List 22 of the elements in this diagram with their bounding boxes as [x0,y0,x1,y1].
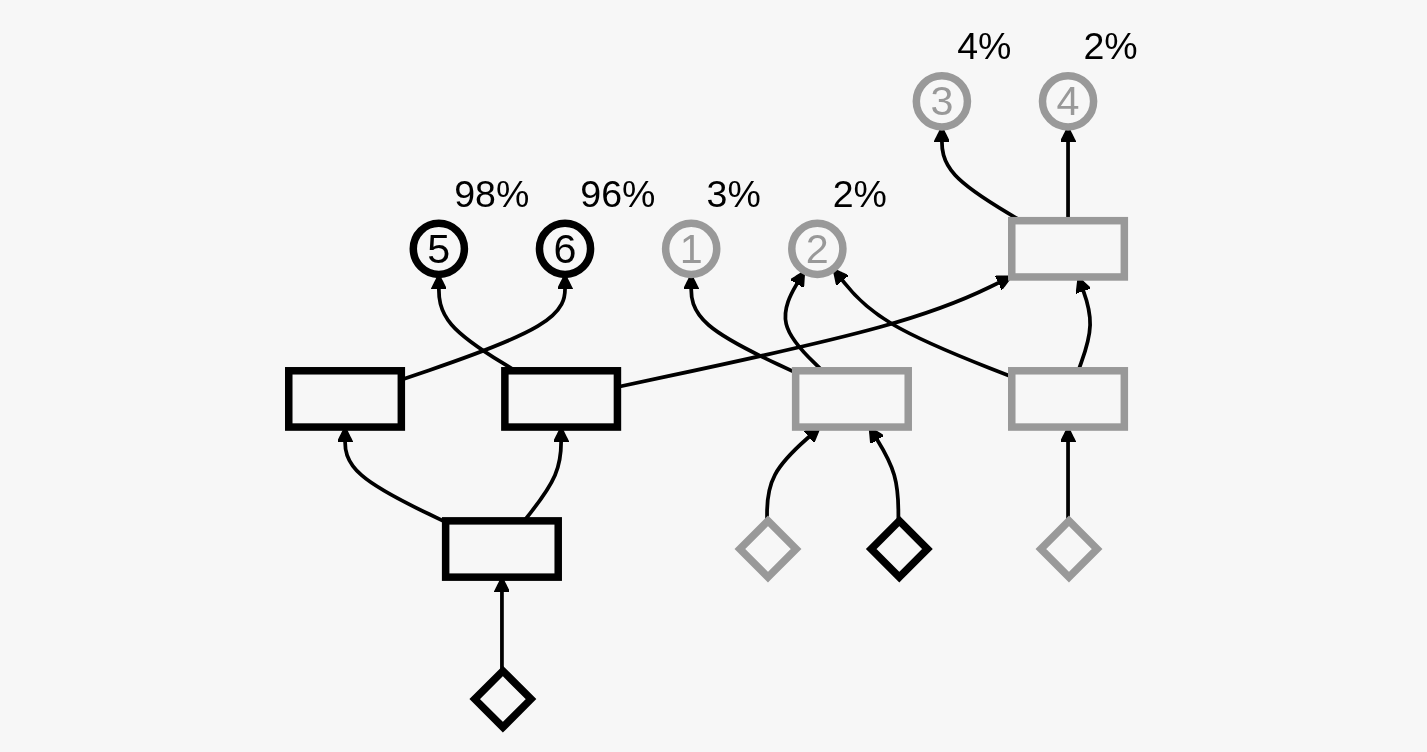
node-diamond [734,515,802,583]
node-box [501,367,622,431]
node-circle: 4 [1039,72,1098,131]
percentage-label: 2% [1083,25,1138,68]
node-circle: 2 [788,219,847,279]
node-box [1008,367,1129,431]
node-diamond [469,665,537,733]
node-circle: 5 [409,219,469,279]
node-box [792,367,913,431]
node-circle: 6 [536,219,595,279]
node-diamond [1035,515,1103,583]
node-box [1008,216,1129,281]
node-diamond [866,515,934,583]
percentage-label: 2% [833,172,888,215]
percentage-label: 4% [957,25,1012,68]
percentage-label: 3% [706,172,762,215]
percentage-label: 96% [580,172,656,215]
node-circle: 3 [912,72,972,131]
node-box [442,517,563,581]
percentage-label: 98% [454,172,530,215]
node-circle: 1 [662,219,721,279]
node-box [285,367,406,431]
